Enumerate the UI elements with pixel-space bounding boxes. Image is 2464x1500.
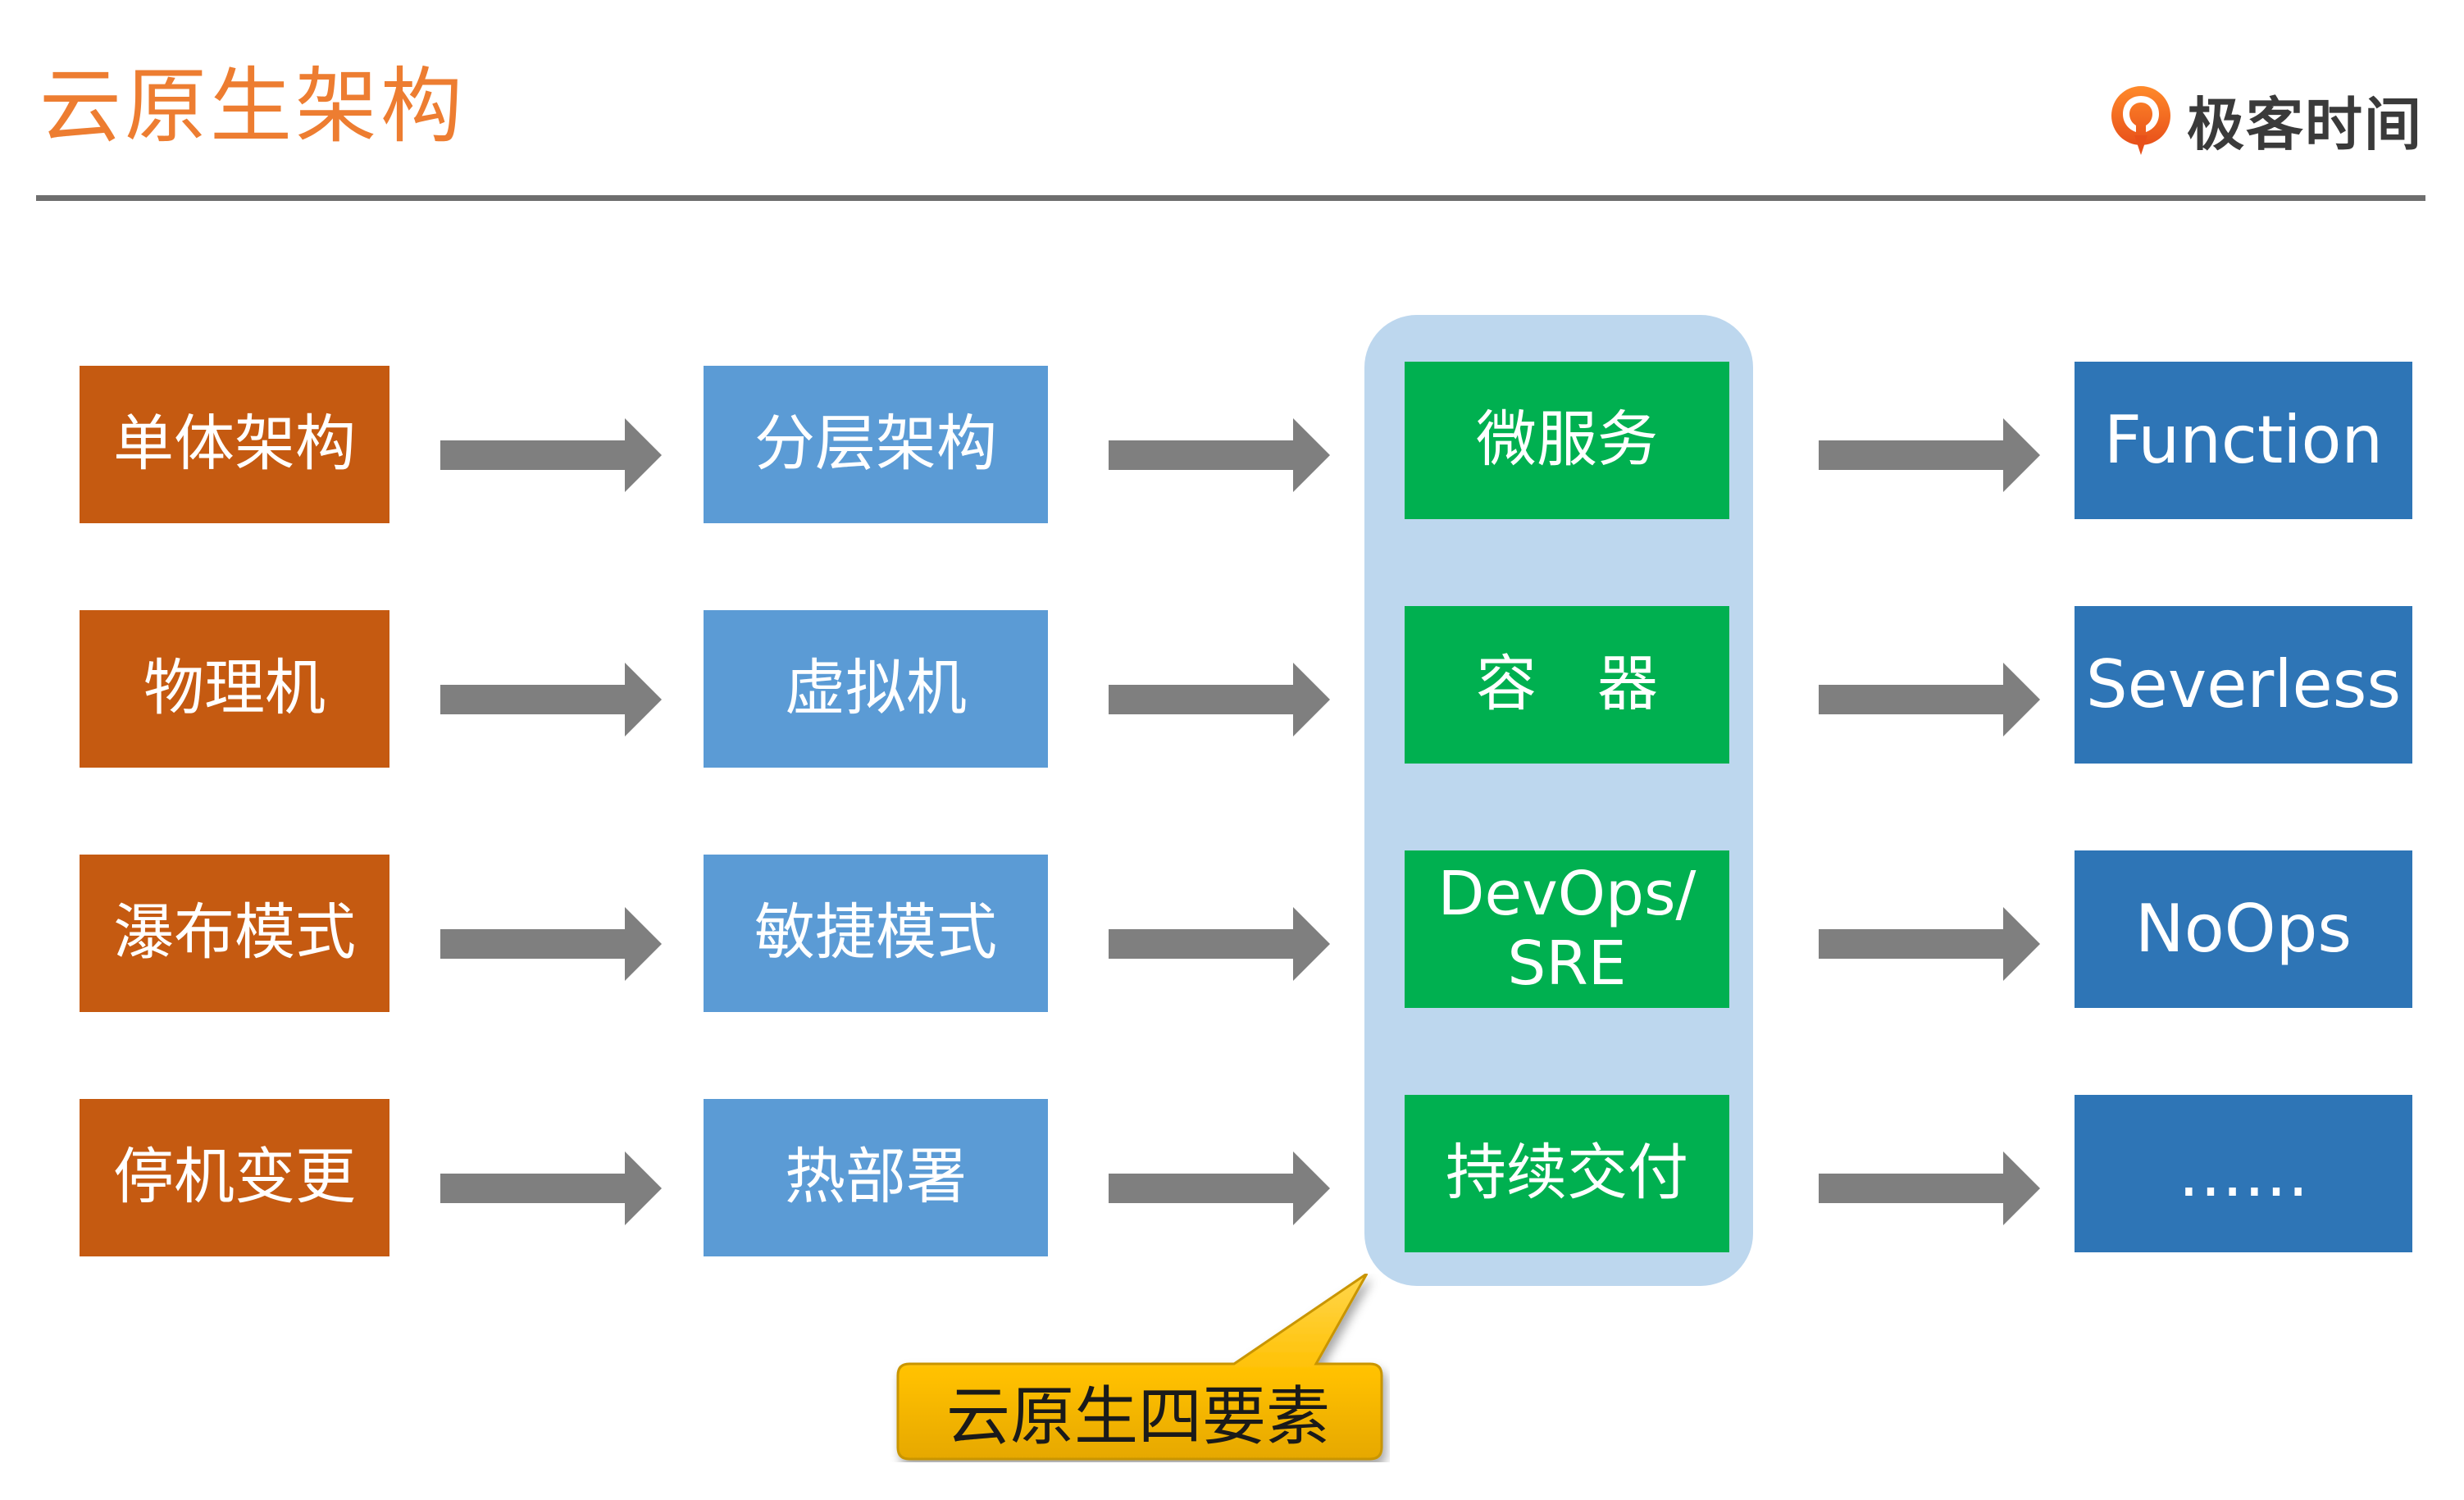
arrow-right-icon (1109, 663, 1330, 736)
box-label: 微服务 (1476, 404, 1658, 476)
arrow-right-icon (1819, 907, 2040, 981)
box-label: 虚拟机 (785, 653, 967, 724)
legacy-box-waterfall: 瀑布模式 (80, 855, 389, 1012)
cloud-native-box-containers: 容 器 (1405, 606, 1729, 764)
brand-name: 极客时间 (2187, 90, 2423, 158)
box-label: 敏捷模式 (754, 897, 997, 969)
legacy-box-downtime-change: 停机变更 (80, 1099, 389, 1256)
header-divider (36, 195, 2425, 201)
box-label: Function (2103, 402, 2384, 478)
cloud-native-box-microservices: 微服务 (1405, 362, 1729, 519)
future-box-serverless: Severless (2075, 606, 2412, 764)
transition-box-agile: 敏捷模式 (704, 855, 1048, 1012)
cloud-native-box-devops: DevOps/ SRE (1405, 850, 1729, 1008)
box-label: 分层架构 (754, 408, 997, 480)
legacy-box-monolith: 单体架构 (80, 366, 389, 523)
box-label: 单体架构 (113, 408, 356, 480)
future-box-more: …… (2075, 1095, 2412, 1252)
legacy-box-physical-machine: 物理机 (80, 610, 389, 768)
callout-bubble (896, 1274, 1383, 1461)
box-label: NoOps (2134, 891, 2352, 967)
box-label: 物理机 (143, 653, 326, 724)
arrow-right-icon (440, 663, 662, 736)
arrow-right-icon (440, 907, 662, 981)
box-label: 容 器 (1476, 649, 1658, 720)
page-title: 云原生架构 (39, 58, 466, 154)
transition-box-hot-deploy: 热部署 (704, 1099, 1048, 1256)
arrow-right-icon (440, 418, 662, 492)
arrow-right-icon (1819, 418, 2040, 492)
box-label: 热部署 (785, 1142, 967, 1213)
geektime-logo-icon (2111, 86, 2170, 155)
arrow-right-icon (440, 1151, 662, 1225)
future-box-noops: NoOps (2075, 850, 2412, 1008)
arrow-right-icon (1109, 907, 1330, 981)
callout-label: 云原生四要素 (945, 1380, 1330, 1454)
box-label: 持续交付 (1446, 1138, 1688, 1209)
box-label: 瀑布模式 (113, 897, 356, 969)
arrow-right-icon (1109, 1151, 1330, 1225)
arrow-right-icon (1819, 663, 2040, 736)
box-label: 停机变更 (113, 1142, 356, 1213)
box-label: Severless (2085, 646, 2402, 723)
transition-box-vm: 虚拟机 (704, 610, 1048, 768)
cloud-native-box-continuous-delivery: 持续交付 (1405, 1095, 1729, 1252)
future-box-function: Function (2075, 362, 2412, 519)
box-label: …… (2178, 1135, 2309, 1211)
box-label: DevOps/ SRE (1437, 858, 1697, 999)
arrow-right-icon (1819, 1151, 2040, 1225)
brand: 极客时间 (2106, 79, 2423, 161)
transition-box-layered: 分层架构 (704, 366, 1048, 523)
arrow-right-icon (1109, 418, 1330, 492)
